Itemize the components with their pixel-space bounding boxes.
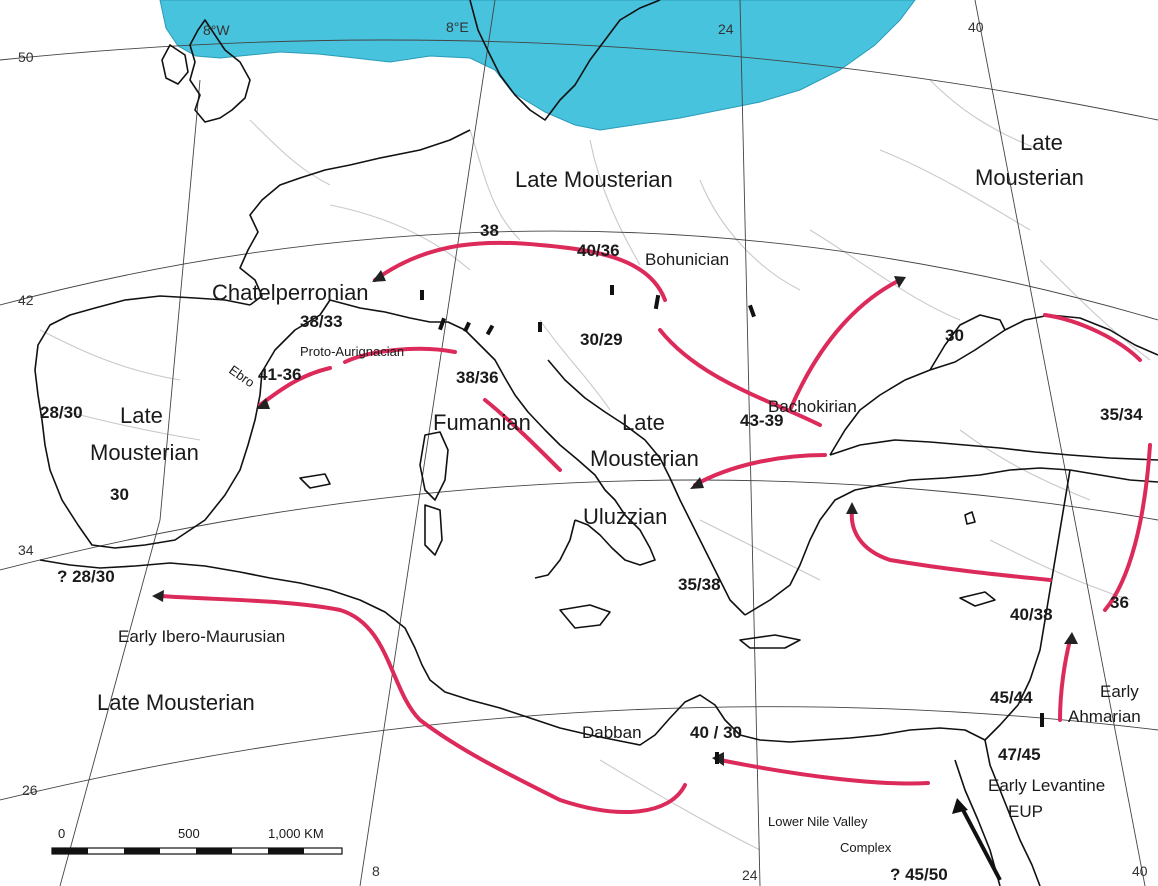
label-lat-50: 50: [18, 49, 34, 65]
label-late-mousterian-italy-2: Mousterian: [590, 446, 699, 471]
label-fumanian: Fumanian: [433, 410, 531, 435]
culture-labels: Late Mousterian Late Mousterian Chatelpe…: [90, 130, 1141, 855]
date-43-39: 43-39: [740, 411, 783, 430]
ice-sheet: [159, 0, 916, 131]
label-early-levantine-1: Early Levantine: [988, 776, 1105, 795]
label-bachokirian: Bachokirian: [768, 397, 857, 416]
date-30-29: 30/29: [580, 330, 623, 349]
label-lon-40-bottom: 40: [1132, 863, 1148, 879]
label-late-mousterian-east-1: Late: [1020, 130, 1063, 155]
date-30-crimea: 30: [945, 326, 964, 345]
label-proto-aurignacian: Proto-Aurignacian: [300, 344, 404, 359]
date-labels: 38 40/36 38/33 30/29 30 41-36 38/36 43-3…: [40, 221, 1143, 884]
arrowhead-bachokirian: [894, 276, 906, 288]
date-28-30-iberia: 28/30: [40, 403, 83, 422]
date-45-44: 45/44: [990, 688, 1033, 707]
label-uluzzian: Uluzzian: [583, 504, 667, 529]
date-30-iberia: 30: [110, 485, 129, 504]
label-bohunician: Bohunician: [645, 250, 729, 269]
label-lat-34: 34: [18, 542, 34, 558]
label-late-mousterian-north: Late Mousterian: [515, 167, 673, 192]
label-lon-24-bottom: 24: [742, 867, 758, 883]
label-lower-nile-1: Lower Nile Valley: [768, 814, 868, 829]
date-36: 36: [1110, 593, 1129, 612]
label-early-ahmarian-2: Ahmarian: [1068, 707, 1141, 726]
label-early-ahmarian-1: Early: [1100, 682, 1139, 701]
label-dabban: Dabban: [582, 723, 642, 742]
label-late-mousterian-africa: Late Mousterian: [97, 690, 255, 715]
date-40-38: 40/38: [1010, 605, 1053, 624]
label-lower-nile-2: Complex: [840, 840, 892, 855]
date-38: 38: [480, 221, 499, 240]
arrowhead-balkans: [690, 477, 704, 489]
label-chatelperronian: Chatelperronian: [212, 280, 369, 305]
label-lat-26: 26: [22, 782, 38, 798]
nile-arrow: [960, 807, 1002, 881]
label-late-mousterian-iberia-1: Late: [120, 403, 163, 428]
date-40-30: 40 / 30: [690, 723, 742, 742]
label-early-levantine-2: EUP: [1008, 802, 1043, 821]
scale-bar: 0 500 1,000 KM: [51, 826, 343, 855]
label-late-mousterian-iberia-2: Mousterian: [90, 440, 199, 465]
label-late-mousterian-east-2: Mousterian: [975, 165, 1084, 190]
arrowhead-iberia: [256, 398, 270, 409]
date-45-50: ? 45/50: [890, 865, 948, 884]
scale-tick-0: 0: [58, 826, 65, 841]
date-38-36: 38/36: [456, 368, 499, 387]
label-ebro: Ebro: [226, 362, 257, 390]
nile-arrowhead: [952, 798, 968, 814]
arrowhead-maghreb: [152, 590, 164, 602]
label-lon-8w: 8°W: [203, 22, 230, 38]
site-marks: [420, 285, 1044, 764]
label-lon-40-top: 40: [968, 19, 984, 35]
date-28-30-africa: ? 28/30: [57, 567, 115, 586]
label-lon-8e-top: 8°E: [446, 19, 469, 35]
scale-tick-1000: 1,000 KM: [268, 826, 324, 841]
graticule-labels: 8°W 8°E 24 40 50 42 34 26 8 24 40: [18, 19, 1148, 883]
scale-tick-500: 500: [178, 826, 200, 841]
label-late-mousterian-italy-1: Late: [622, 410, 665, 435]
date-40-36: 40/36: [577, 241, 620, 260]
date-38-33: 38/33: [300, 312, 343, 331]
date-35-38: 35/38: [678, 575, 721, 594]
label-early-ibero-maurusian: Early Ibero-Maurusian: [118, 627, 285, 646]
arrowhead-chatelperronian: [372, 270, 386, 282]
label-lat-42: 42: [18, 292, 34, 308]
date-47-45: 47/45: [998, 745, 1041, 764]
date-35-34: 35/34: [1100, 405, 1143, 424]
arrowhead-anatolia: [846, 502, 858, 514]
coastlines: [34, 0, 1158, 886]
arrowhead-levant: [1064, 632, 1078, 644]
date-41-36: 41-36: [258, 365, 301, 384]
label-lon-8-bottom: 8: [372, 863, 380, 879]
label-lon-24-top: 24: [718, 21, 734, 37]
